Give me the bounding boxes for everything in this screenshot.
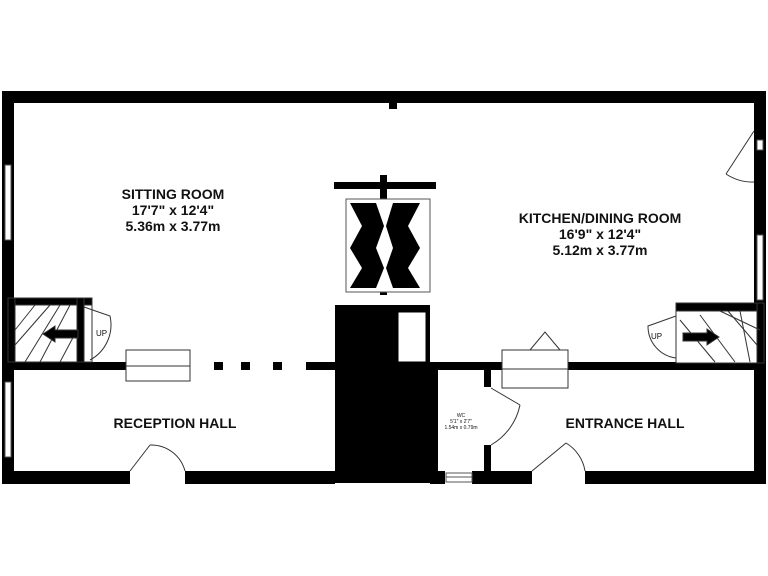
- sitting-room-label: SITTING ROOM 17'7" x 12'4" 5.36m x 3.77m: [108, 186, 238, 234]
- staircase-left: [7, 297, 112, 363]
- divider-dash-1: [214, 362, 223, 370]
- window-right-top: [756, 139, 764, 151]
- window-left-lower: [4, 381, 12, 458]
- window-right: [756, 234, 764, 301]
- wc-wall-left: [430, 362, 438, 482]
- door-reception: [129, 444, 186, 472]
- divider-wall-mid: [306, 362, 336, 370]
- stair-up-label-right: UP: [651, 332, 663, 341]
- cupboard: [397, 311, 427, 363]
- room-size-imperial: 5'1" x 2'7": [450, 419, 472, 425]
- door-wc: [490, 387, 521, 446]
- kitchen-label: KITCHEN/DINING ROOM 16'9" x 12'4" 5.12m …: [500, 210, 700, 258]
- staircase-right: [647, 302, 765, 364]
- reception-hall-label: RECEPTION HALL: [95, 415, 255, 431]
- room-size-metric: 5.36m x 3.77m: [125, 218, 221, 235]
- entrance-hall-label: ENTRANCE HALL: [550, 415, 700, 431]
- outer-wall-bottom-right: [585, 471, 766, 484]
- stair-up-label-left: UP: [96, 329, 108, 338]
- room-name: KITCHEN/DINING ROOM: [518, 210, 682, 226]
- fireplace: [345, 198, 431, 293]
- outer-wall-bottom-left: [2, 471, 130, 484]
- outer-wall-top: [2, 91, 766, 103]
- outer-wall-bottom-mid: [185, 471, 335, 484]
- room-size-metric: 1.54m x 0.79m: [444, 425, 478, 431]
- room-size-imperial: 17'7" x 12'4": [131, 202, 215, 219]
- door-entrance: [531, 442, 586, 472]
- room-size-imperial: 16'9" x 12'4": [558, 226, 642, 243]
- door-radiator-right: [529, 331, 561, 351]
- divider-wall-right: [430, 362, 502, 370]
- room-name: RECEPTION HALL: [113, 415, 237, 431]
- wc-label: WC 5'1" x 2'7" 1.54m x 0.79m: [438, 413, 484, 431]
- window-left-upper: [4, 164, 12, 241]
- outer-wall-bottom-wc2: [472, 471, 532, 484]
- door-kitchen-side: [725, 130, 755, 183]
- room-size-metric: 5.12m x 3.77m: [552, 242, 648, 259]
- top-wall-notch: [389, 103, 397, 109]
- divider-dash-2: [241, 362, 250, 370]
- room-name: SITTING ROOM: [121, 186, 225, 202]
- divider-wall-left: [14, 362, 126, 370]
- divider-dash-3: [273, 362, 282, 370]
- divider-wall-right2: [568, 362, 766, 370]
- wc-wall-right-lower: [484, 445, 491, 483]
- room-name: ENTRANCE HALL: [565, 415, 685, 431]
- wc-wall-right: [484, 362, 491, 387]
- room-name: WC: [456, 413, 466, 419]
